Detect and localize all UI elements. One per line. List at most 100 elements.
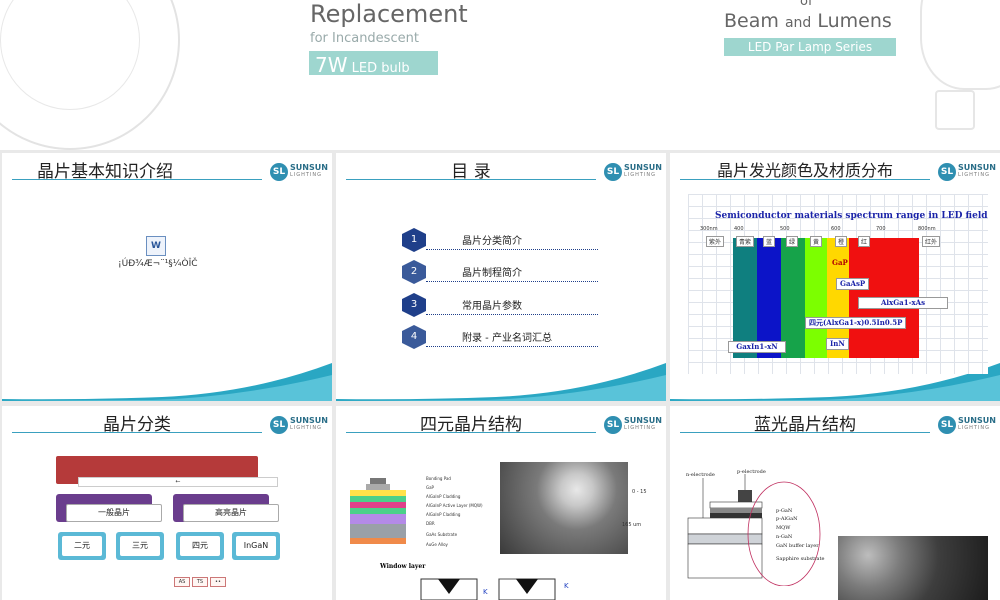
tag-label: TS xyxy=(192,577,208,587)
spectrum-title: Semiconductor materials spectrum range i… xyxy=(715,211,988,221)
spectrum-tick: 400 xyxy=(734,226,744,232)
leaf-label: 二元 xyxy=(62,536,102,556)
logo-name: SUNSUN xyxy=(290,163,328,172)
logo-name: SUNSUN xyxy=(290,416,328,425)
sunsun-logo: SL SUNSUN LIGHTING xyxy=(938,416,996,434)
material-label: GaP xyxy=(832,258,848,267)
diagram-label: GaN buffer layer xyxy=(776,543,819,549)
layer-label: AlGaInP Active Layer (MQW) xyxy=(426,503,483,508)
classification-leaf: 四元 xyxy=(176,532,224,560)
banner-right-heading: Beam and Lumens xyxy=(724,10,892,32)
banner: Replacement for Incandescent 7W LED bulb… xyxy=(0,0,1000,150)
heading-and: and xyxy=(784,15,812,31)
logo-name: SUNSUN xyxy=(624,163,662,172)
material-label: InN xyxy=(826,338,849,350)
slide-title: 四元晶片结构 xyxy=(420,415,522,435)
slide-thumbnail-1[interactable]: 晶片基本知识介绍 SL SUNSUN LIGHTING xyxy=(2,153,332,401)
logo-name: SUNSUN xyxy=(958,163,996,172)
logo-mark: SL xyxy=(938,416,956,434)
slide-title: 蓝光晶片结构 xyxy=(754,415,856,435)
toc-label: 晶片制程简介 xyxy=(462,268,522,279)
heading-lumens: Lumens xyxy=(817,10,892,32)
classification-leaf: 三元 xyxy=(116,532,164,560)
diagram-label: p-electrode xyxy=(737,469,766,475)
diagram-label: p-GaN xyxy=(776,508,793,514)
color-name: 红外 xyxy=(922,236,941,247)
toc-underline xyxy=(426,281,598,282)
slide-thumbnail-2[interactable]: 目 录 SL SUNSUN LIGHTING 1 晶片分类简介 2 晶片制程简介… xyxy=(336,153,666,401)
logo-mark: SL xyxy=(270,163,288,181)
logo-name: SUNSUN xyxy=(624,416,662,425)
color-name: 黄 xyxy=(810,236,823,247)
banner-subtitle: for Incandescent xyxy=(310,31,419,46)
heading-beam: Beam xyxy=(724,10,779,32)
spectrum-tick: 800nm xyxy=(918,226,936,232)
badge-wattage: 7W xyxy=(315,53,348,77)
logo-mark: SL xyxy=(604,416,622,434)
layer-label: Bonding Pad xyxy=(426,476,451,481)
toc-underline xyxy=(426,346,598,347)
spectrum-chart: Semiconductor materials spectrum range i… xyxy=(688,194,988,374)
banner-badge: 7W LED bulb xyxy=(309,51,438,77)
leaf-label: InGaN xyxy=(236,536,276,556)
chip-cross-section-diagram xyxy=(420,578,478,600)
word-document-icon[interactable]: W xyxy=(146,236,166,256)
color-name: 橙 xyxy=(835,236,848,247)
logo-sub: LIGHTING xyxy=(958,425,991,431)
toc-label: 晶片分类简介 xyxy=(462,236,522,247)
sunsun-logo: SL SUNSUN LIGHTING xyxy=(938,163,996,181)
title-rule xyxy=(680,179,930,180)
classification-leaf: 二元 xyxy=(58,532,106,560)
slide-thumbnail-4[interactable]: 晶片分类 SL SUNSUN LIGHTING xyxy=(2,406,332,600)
leaf-label: 四元 xyxy=(180,536,220,556)
band-blue xyxy=(757,238,781,358)
chip-cross-section-diagram xyxy=(498,578,556,600)
group-label: 高亮晶片 xyxy=(183,504,279,522)
spectrum-tick: 300nm xyxy=(700,226,718,232)
sem-note: 0 - 15 xyxy=(632,489,647,495)
slide-title: 晶片分类 xyxy=(103,415,171,435)
dimension-label: K xyxy=(483,588,488,596)
layer-label: AlGaInP Cladding xyxy=(426,494,461,499)
led-package-photo xyxy=(838,536,988,600)
sunsun-logo: SL SUNSUN LIGHTING xyxy=(270,163,328,181)
logo-sub: LIGHTING xyxy=(958,172,991,178)
logo-sub: LIGHTING xyxy=(290,172,323,178)
blue-chip-structure-diagram xyxy=(687,474,821,586)
toc-label: 常用晶片参数 xyxy=(462,301,522,312)
toc-number-hex: 1 xyxy=(402,228,426,252)
logo-name: SUNSUN xyxy=(958,416,996,425)
color-name: 蓝 xyxy=(763,236,776,247)
sem-photo xyxy=(500,462,628,554)
quaternary-layer-stack xyxy=(350,478,406,544)
title-rule xyxy=(12,179,262,180)
toc-number-hex: 2 xyxy=(402,260,426,284)
color-name: 青紫 xyxy=(736,236,755,247)
title-rule xyxy=(346,179,596,180)
material-label: GaAsP xyxy=(836,278,870,290)
diagram-label: n-electrode xyxy=(686,472,715,478)
diagram-label: p-AlGaN xyxy=(776,516,798,522)
band-lime xyxy=(805,238,827,358)
material-label: GaxIn1-xN xyxy=(728,341,786,353)
tag-label: •• xyxy=(210,577,226,587)
classification-root-label: ← xyxy=(78,477,278,487)
classification-leaf: InGaN xyxy=(232,532,280,560)
badge-text: LED bulb xyxy=(351,61,410,76)
layer-label: DBR xyxy=(426,521,435,526)
logo-sub: LIGHTING xyxy=(624,425,657,431)
logo-sub: LIGHTING xyxy=(624,172,657,178)
material-label: AlxGa1-xAs xyxy=(858,297,948,309)
wave-decoration xyxy=(336,363,666,401)
diagram-label: MQW xyxy=(776,525,791,531)
layer-label: AuGe Alloy xyxy=(426,542,448,547)
toc-label: 附录 - 产业名词汇总 xyxy=(462,333,552,344)
diagram-label: n-GaN xyxy=(776,534,793,540)
sunsun-logo: SL SUNSUN LIGHTING xyxy=(604,416,662,434)
toc-underline xyxy=(426,314,598,315)
title-rule xyxy=(346,432,596,433)
wave-decoration xyxy=(2,363,332,401)
wave-decoration xyxy=(670,363,1000,401)
layer-label: AlGaInP Cladding xyxy=(426,512,461,517)
toc-number-hex: 4 xyxy=(402,325,426,349)
